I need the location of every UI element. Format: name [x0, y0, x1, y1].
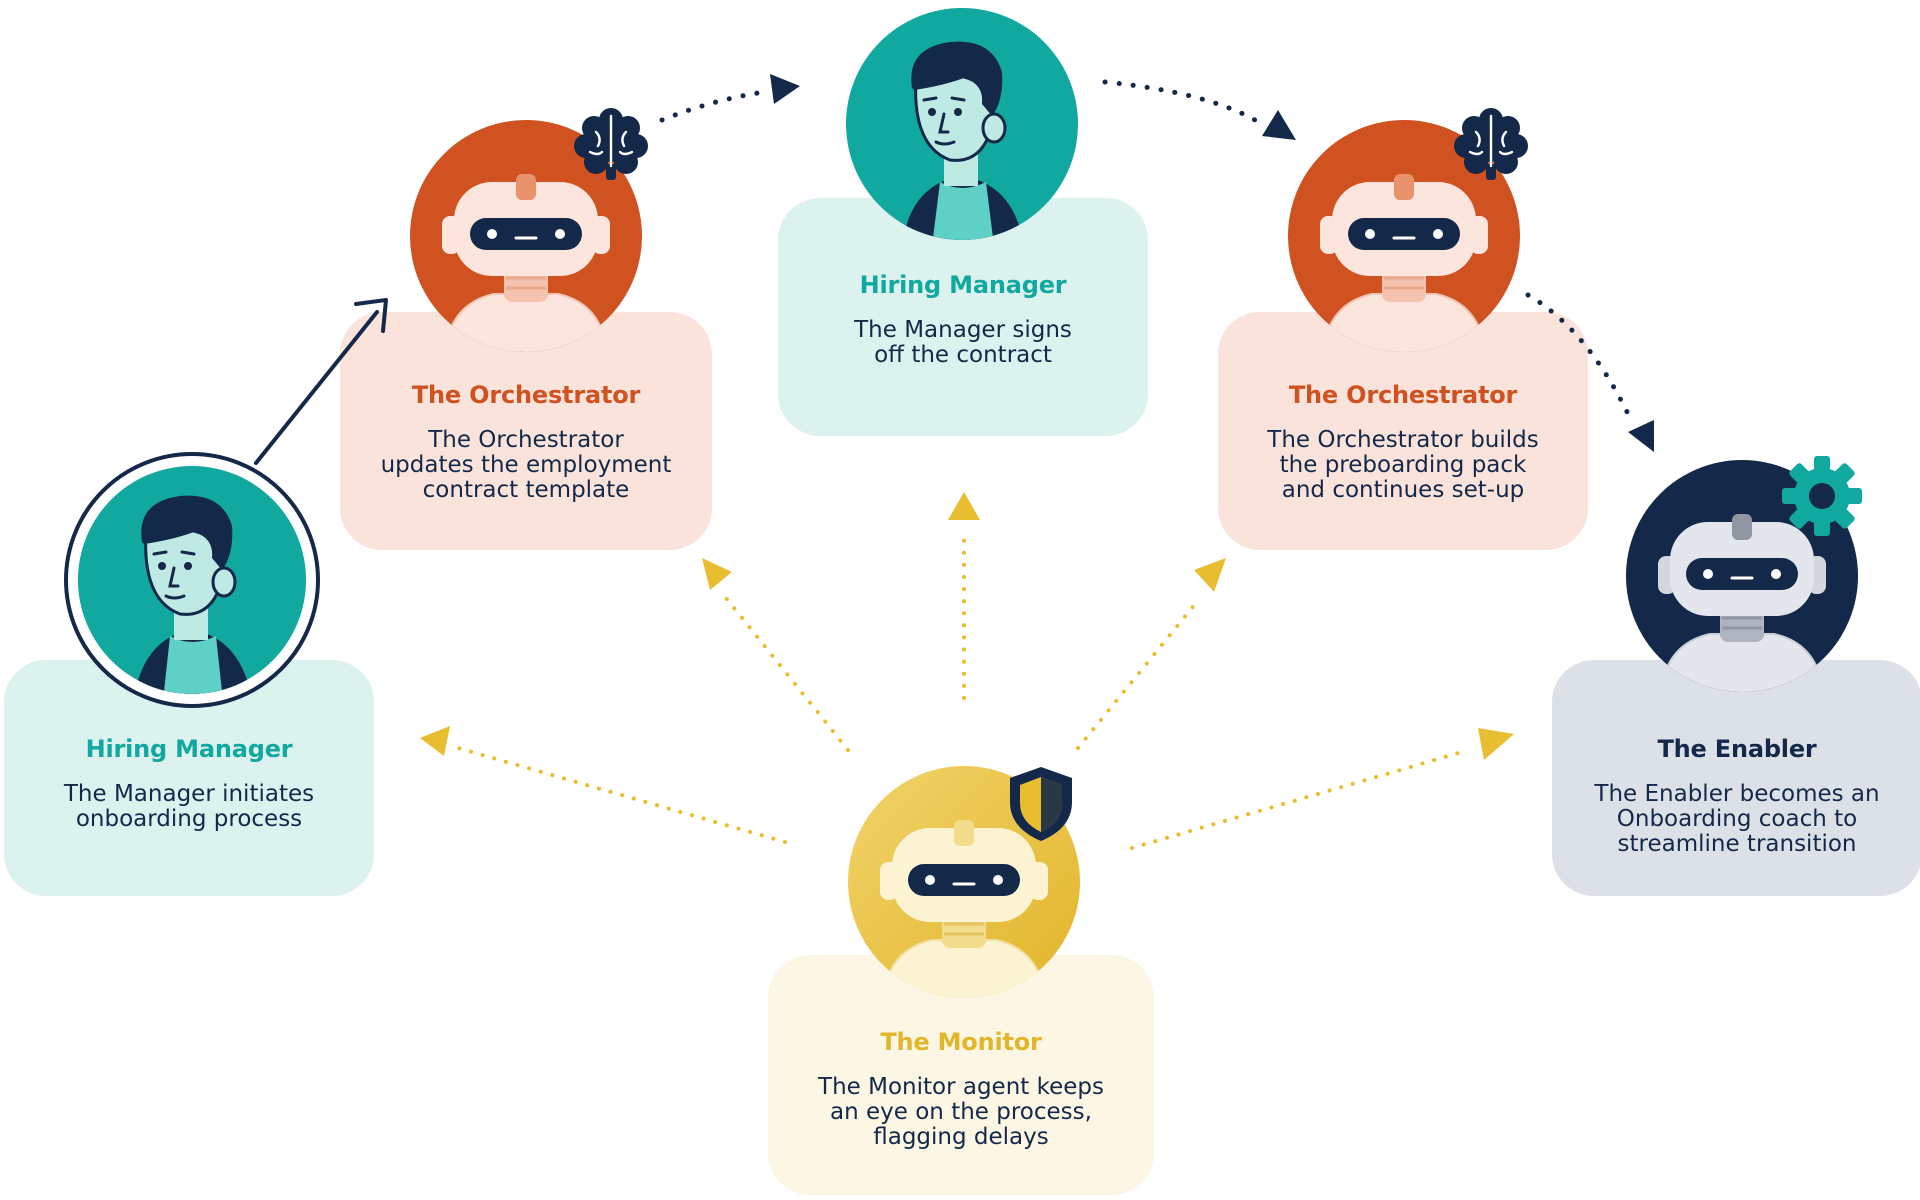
monitor-description: The Monitor agent keeps an eye on the pr…	[818, 1074, 1104, 1150]
hiring-manager-initiate-avatar	[64, 452, 320, 708]
hiring-manager-initiate-description: The Manager initiates onboarding process	[63, 781, 315, 832]
orchestrator-update-card: The Orchestrator The Orchestrator update…	[340, 312, 712, 550]
enabler-card: The Enabler The Enabler becomes an Onboa…	[1552, 660, 1920, 896]
orchestrator-build-title: The Orchestrator	[1288, 381, 1518, 409]
brain-icon	[1454, 108, 1528, 180]
orchestrator-update-avatar	[410, 120, 642, 352]
arrow-monitor-to-signoff	[948, 492, 980, 700]
brain-icon	[574, 108, 648, 180]
monitor-title: The Monitor	[880, 1028, 1042, 1056]
hiring-manager-signoff-title: Hiring Manager	[859, 271, 1067, 299]
arrow-monitor-to-orchestrator-update	[702, 558, 850, 752]
enabler-description: The Enabler becomes an Onboarding coach …	[1594, 781, 1880, 857]
arrow-monitor-to-enabler	[1130, 728, 1514, 850]
shield-icon	[1010, 767, 1072, 841]
arrow-signoff-to-orchestrator	[1102, 79, 1296, 140]
hiring-manager-signoff-avatar	[846, 8, 1078, 240]
hiring-manager-signoff-description: The Manager signs off the contract	[854, 317, 1072, 368]
orchestrator-update-title: The Orchestrator	[411, 381, 641, 409]
orchestrator-build-description: The Orchestrator builds the preboarding …	[1267, 427, 1539, 503]
orchestrator-update-description: The Orchestrator updates the employment …	[380, 427, 672, 503]
arrow-orchestrator-to-signoff	[659, 74, 800, 123]
orchestrator-build-avatar	[1288, 120, 1520, 352]
arrow-monitor-to-orchestrator-build	[1076, 558, 1226, 750]
enabler-avatar	[1626, 460, 1858, 692]
arrow-monitor-to-manager-initiate	[420, 726, 787, 844]
hiring-manager-initiate-title: Hiring Manager	[85, 735, 293, 763]
gear-icon	[1782, 456, 1862, 536]
enabler-title: The Enabler	[1657, 735, 1817, 763]
